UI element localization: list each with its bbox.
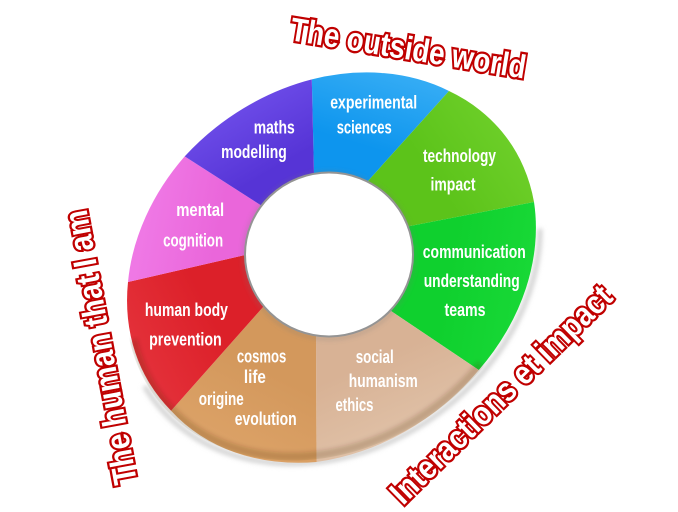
svg-text:communication: communication (423, 242, 526, 262)
svg-text:life: life (244, 367, 266, 387)
svg-text:mental: mental (176, 200, 224, 220)
svg-text:social: social (356, 347, 394, 367)
svg-text:teams: teams (445, 300, 486, 320)
svg-text:The outside world: The outside world (288, 10, 529, 85)
svg-text:humanism: humanism (349, 371, 418, 391)
svg-text:The human that I am: The human that I am (57, 207, 144, 487)
svg-text:prevention: prevention (149, 330, 222, 350)
svg-text:cosmos: cosmos (237, 347, 287, 367)
svg-text:human body: human body (145, 300, 228, 320)
svg-text:modelling: modelling (221, 142, 287, 162)
svg-text:technology: technology (423, 146, 496, 166)
svg-text:impact: impact (431, 174, 476, 194)
svg-text:maths: maths (254, 118, 295, 138)
svg-text:ethics: ethics (336, 395, 374, 415)
svg-text:sciences: sciences (337, 118, 392, 138)
svg-text:cognition: cognition (163, 230, 223, 250)
svg-text:understanding: understanding (424, 271, 520, 291)
svg-text:evolution: evolution (235, 409, 297, 429)
svg-text:origine: origine (199, 389, 244, 409)
svg-text:experimental: experimental (330, 93, 417, 113)
